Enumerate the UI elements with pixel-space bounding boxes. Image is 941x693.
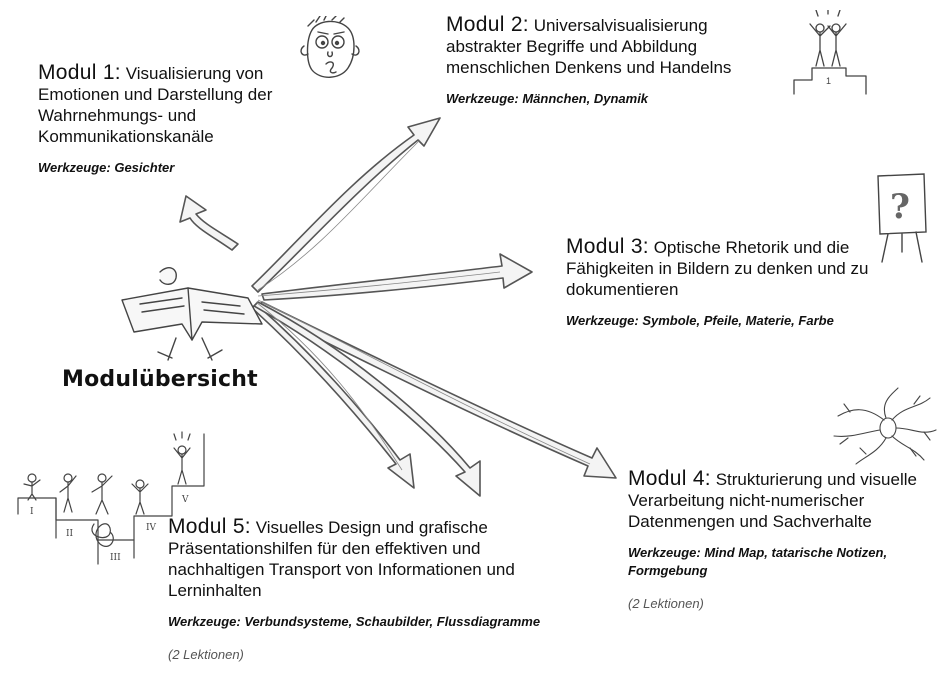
module-1-label: Modul 1: [38, 61, 121, 84]
flipchart-icon: ? [877, 173, 927, 263]
module-1-tools: Werkzeuge: Gesichter [38, 160, 175, 175]
module-4-description: Strukturierung und visuelle Verarbeitung… [628, 470, 917, 531]
module-4-tools: Werkzeuge: Mind Map, tatarische Notizen,… [628, 545, 888, 578]
book-figure-icon [121, 267, 263, 361]
module-5: Modul 5: Visuelles Design und grafische … [168, 516, 548, 662]
module-5-tools: Werkzeuge: Verbundsysteme, Schaubilder, … [168, 614, 541, 629]
arrow-to-module-3 [261, 253, 533, 301]
arrow-to-module-2 [251, 117, 441, 293]
podium-number: 1 [826, 76, 831, 86]
module-4-lessons: (2 Lektionen) [628, 596, 704, 611]
arrow-to-module-1 [179, 195, 239, 251]
arrow-to-module-5a [251, 303, 415, 489]
step-label-4: IV [146, 523, 157, 533]
module-2-tools: Werkzeuge: Männchen, Dynamik [446, 91, 649, 106]
question-mark: ? [890, 187, 910, 227]
module-5-title: Modul 5: Visuelles Design und grafische … [168, 516, 548, 601]
step-label-3: III [110, 553, 121, 563]
podium-icon: 1 [793, 10, 867, 95]
module-3-title: Modul 3: Optische Rhetorik und die Fähig… [566, 236, 886, 300]
step-label-1: I [30, 507, 34, 517]
module-3: Modul 3: Optische Rhetorik und die Fähig… [566, 236, 886, 330]
mindmap-icon [833, 387, 937, 465]
module-4-label: Modul 4: [628, 467, 711, 490]
module-5-label: Modul 5: [168, 515, 251, 538]
module-2-title: Modul 2: Universalvisualisierung abstrak… [446, 14, 786, 78]
module-4-title: Modul 4: Strukturierung und visuelle Ver… [628, 468, 928, 532]
module-3-description: Optische Rhetorik und die Fähigkeiten in… [566, 238, 869, 299]
module-2-label: Modul 2: [446, 13, 529, 36]
module-1-description: Visualisierung von Emotionen und Darstel… [38, 64, 273, 146]
module-5-lessons: (2 Lektionen) [168, 647, 244, 662]
module-5-description: Visuelles Design und grafische Präsentat… [168, 518, 515, 600]
face-icon [300, 16, 360, 78]
module-1-title: Modul 1: Visualisierung von Emotionen un… [38, 62, 338, 147]
step-label-2: II [66, 529, 74, 539]
module-3-label: Modul 3: [566, 235, 649, 258]
module-2-description: Universalvisualisierung abstrakter Begri… [446, 16, 732, 77]
main-title: Modulübersicht [62, 367, 258, 392]
arrow-to-module-5b [253, 301, 481, 497]
module-3-tools: Werkzeuge: Symbole, Pfeile, Materie, Far… [566, 313, 834, 328]
steps-icon: I II III IV V [17, 431, 205, 565]
module-4: Modul 4: Strukturierung und visuelle Ver… [628, 468, 928, 611]
module-1: Modul 1: Visualisierung von Emotionen un… [38, 62, 338, 177]
module-2: Modul 2: Universalvisualisierung abstrak… [446, 14, 786, 108]
step-label-5: V [181, 495, 189, 505]
